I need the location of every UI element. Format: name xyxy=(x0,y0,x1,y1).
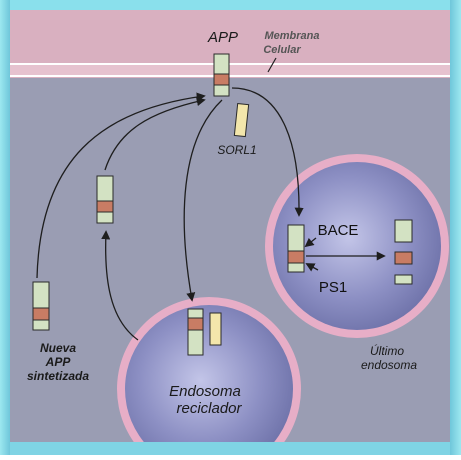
membrane-label-pointer xyxy=(267,57,277,73)
sorl1-protein xyxy=(233,103,250,138)
label-recycling-endosome-line1: Endosoma xyxy=(169,383,241,400)
app-recycling-endosome xyxy=(187,308,204,356)
frame-bottom-bar xyxy=(10,442,450,455)
app-vesicle xyxy=(96,175,114,224)
frame-left-edge xyxy=(0,0,10,455)
app-new xyxy=(32,281,50,331)
arrow-membrane-to-recycling-endosome xyxy=(183,99,223,302)
arrow-ps1-pointer xyxy=(305,263,319,272)
app-late-endosome xyxy=(287,224,305,273)
label-new-app-line1: Nueva xyxy=(40,341,76,355)
label-membrane-line2: Celular xyxy=(263,44,301,56)
sorl1-recycling-endosome xyxy=(209,312,222,346)
label-ps1: PS1 xyxy=(319,279,347,296)
label-late-endosome-line2: endosoma xyxy=(361,358,417,372)
arrow-vesicle-to-membrane xyxy=(104,97,206,171)
cleavage-product-aicd xyxy=(394,274,413,285)
label-late-endosome-line1: Último xyxy=(370,343,404,358)
cleavage-product-abeta xyxy=(394,251,413,265)
arrow-bace-pointer xyxy=(304,237,317,248)
label-sorl1: SORL1 xyxy=(217,143,256,157)
label-app: APP xyxy=(207,29,238,46)
label-new-app-line2: APP xyxy=(45,355,72,369)
label-recycling-endosome-line2: reciclador xyxy=(176,400,242,417)
frame-right-edge xyxy=(450,0,461,455)
arrow-new-app-to-membrane xyxy=(36,92,206,279)
arrow-recycling-to-vesicle xyxy=(101,230,139,341)
cleavage-product-ectodomain xyxy=(394,219,413,243)
arrow-membrane-to-late-endosome xyxy=(231,87,304,217)
late-endosome-lumen xyxy=(273,162,441,330)
label-new-app-line3: sintetizada xyxy=(27,369,89,383)
recycling-endosome-lumen xyxy=(125,305,293,442)
membrane-band-inner xyxy=(10,65,450,75)
label-bace: BACE xyxy=(318,222,359,239)
label-membrane-line1: Membrana xyxy=(264,30,319,42)
recycling-endosome xyxy=(117,297,301,442)
app-membrane xyxy=(213,53,230,97)
